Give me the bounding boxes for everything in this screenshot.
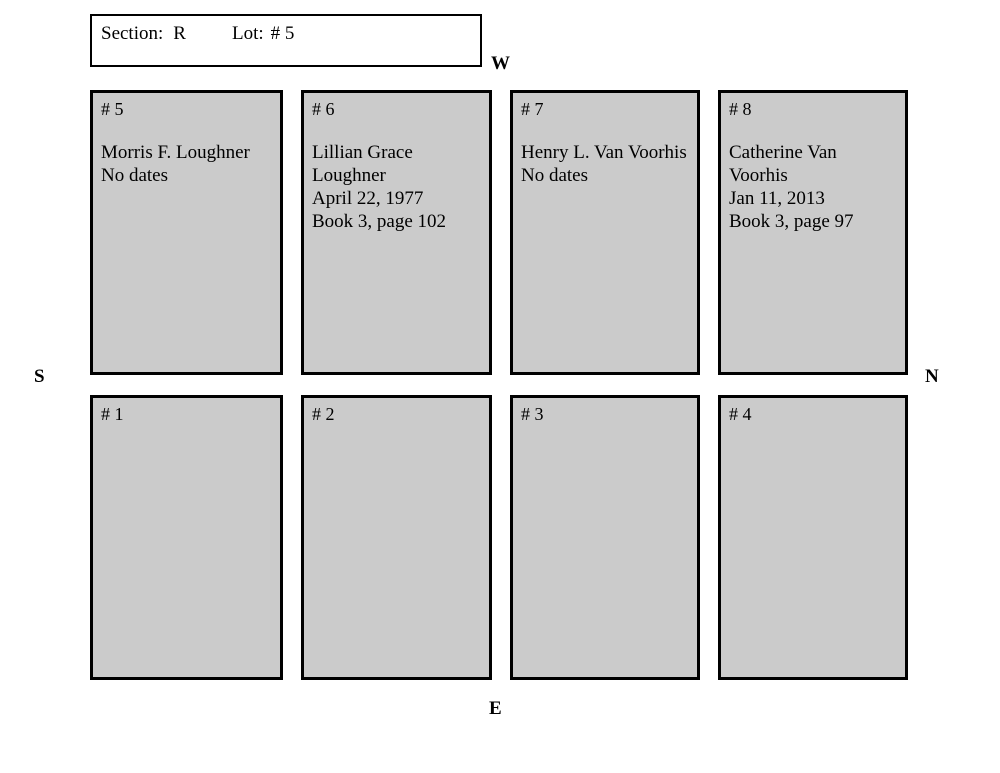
plot-cell-3[interactable]: # 3 (510, 395, 700, 680)
plot-detail-line: Voorhis (729, 165, 788, 186)
compass-label-west: W (491, 53, 510, 74)
section-lot-header-box: Section: R Lot: # 5 (90, 14, 482, 67)
plot-number: # 5 (101, 99, 124, 119)
plot-detail-line: Book 3, page 97 (729, 211, 854, 232)
section-label: Section: (101, 23, 164, 44)
plot-detail-line: Jan 11, 2013 (729, 188, 825, 209)
plot-number: # 3 (521, 404, 544, 424)
plot-detail-line: No dates (101, 165, 169, 186)
plot-number: # 8 (729, 99, 752, 119)
plot-cell-1[interactable]: # 1 (90, 395, 283, 680)
plot-detail-line: Loughner (312, 165, 386, 186)
plot-number: # 1 (101, 404, 124, 424)
plot-cell-2[interactable]: # 2 (301, 395, 492, 680)
plot-detail-line: No dates (521, 165, 589, 186)
plot-detail-line: Catherine Van (729, 142, 837, 163)
plot-detail-line: Book 3, page 102 (312, 211, 447, 232)
section-value: R (173, 23, 186, 44)
lot-value: # 5 (270, 23, 295, 44)
plot-detail-line: April 22, 1977 (312, 188, 424, 209)
plot-detail-line: Lillian Grace (312, 142, 413, 163)
compass-label-east: E (489, 698, 502, 719)
section-lot-header-text: Section: R Lot: # 5 (101, 22, 294, 46)
plot-detail-line: Morris F. Loughner (101, 142, 250, 163)
compass-label-south: S (34, 366, 45, 387)
plot-detail-line: Henry L. Van Voorhis (521, 142, 687, 163)
lot-label: Lot: (231, 23, 264, 44)
plot-number: # 2 (312, 404, 335, 424)
compass-label-north: N (925, 366, 939, 387)
plot-cell-4[interactable]: # 4 (718, 395, 908, 680)
plot-number: # 7 (521, 99, 544, 119)
plot-number: # 6 (312, 99, 335, 119)
plot-number: # 4 (729, 404, 752, 424)
